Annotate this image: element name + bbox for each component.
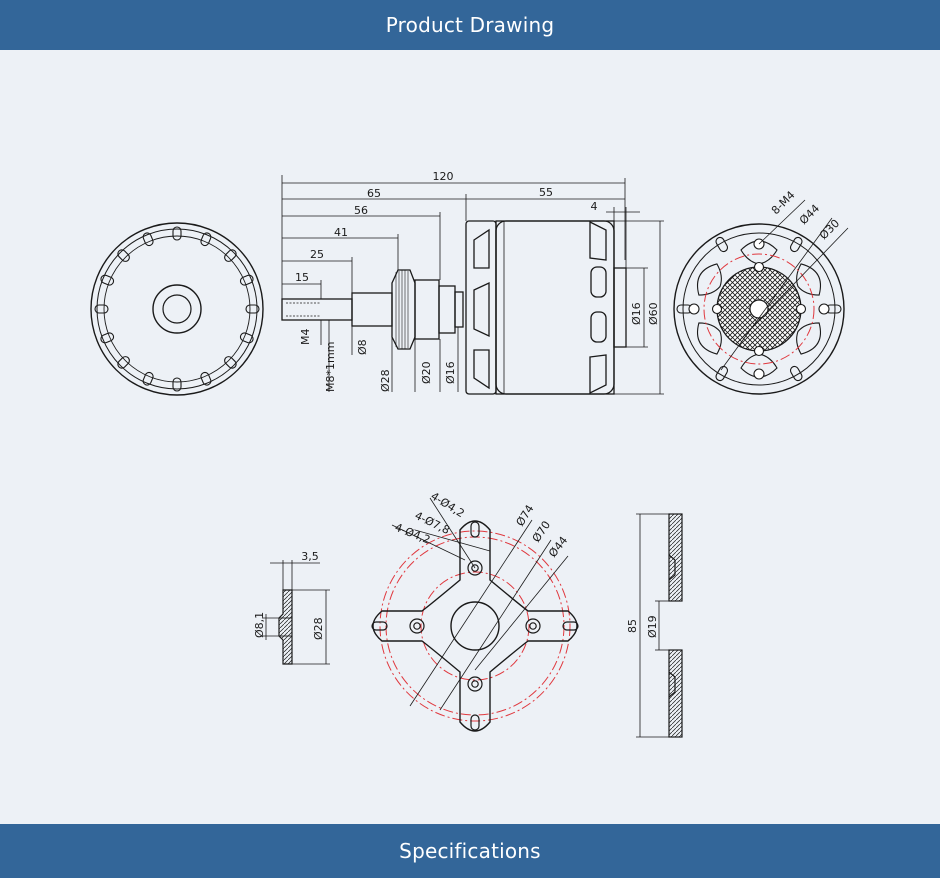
dim-15: 15 [295,271,309,284]
product-drawing-banner: Product Drawing [0,0,940,50]
mount-plate-section [636,513,683,738]
dim-8-m4: 8-M4 [769,189,798,218]
front-view-dimension-labels: 8-M4 Ø44 Ø30 [769,189,842,243]
dim-phi60: Ø60 [647,302,660,325]
dim-phi70: Ø70 [530,519,553,545]
technical-drawing-area: 120 65 56 41 25 15 55 4 M4 M8*1mm Ø8 Ø28… [0,50,940,824]
side-view-dimension-labels: 120 65 56 41 25 15 55 4 M4 M8*1mm Ø8 Ø28… [295,170,660,392]
prop-washer-section [262,560,330,665]
dim-prop-phi28: Ø28 [312,617,325,640]
prop-washer-labels: 3,5 Ø8,1 Ø28 [253,550,325,640]
dim-85: 85 [626,619,639,633]
dim-right-phi16: Ø16 [630,302,643,325]
x-mount-plate [371,497,579,732]
side-view-dimensions [281,175,664,395]
specifications-title: Specifications [399,839,541,863]
dim-55: 55 [539,186,553,199]
dim-120: 120 [433,170,454,183]
dim-phi74: Ø74 [514,502,537,528]
dim-4: 4 [591,200,598,213]
dim-3-5: 3,5 [301,550,319,563]
dim-phi8-1: Ø8,1 [253,612,266,638]
dim-mount-phi44: Ø44 [546,534,570,560]
dim-phi8: Ø8 [356,339,369,355]
dim-phi44: Ø44 [797,202,822,227]
dim-phi19: Ø19 [646,615,659,638]
mount-section-labels: 85 Ø19 [626,615,659,638]
motor-rear-view [90,222,264,396]
motor-front-view [673,199,849,395]
dim-phi16: Ø16 [444,361,457,384]
dim-phi28: Ø28 [379,369,392,392]
dim-m8-thread: M8*1mm [324,342,337,392]
dim-phi20: Ø20 [420,361,433,384]
dim-m4: M4 [299,329,312,346]
technical-drawing: 120 65 56 41 25 15 55 4 M4 M8*1mm Ø8 Ø28… [90,170,849,738]
dim-56: 56 [354,204,368,217]
product-drawing-title: Product Drawing [385,13,555,37]
dim-65: 65 [367,187,381,200]
motor-side-view [281,220,627,395]
dim-25: 25 [310,248,324,261]
specifications-banner: Specifications [0,824,940,878]
dim-41: 41 [334,226,348,239]
